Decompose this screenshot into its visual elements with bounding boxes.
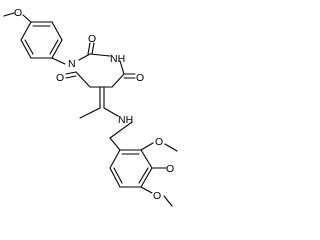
bond xyxy=(119,60,125,75)
bond xyxy=(75,71,91,88)
bond xyxy=(22,14,32,23)
bond xyxy=(140,167,153,188)
bond xyxy=(109,167,121,188)
atom-label-o-c4: O xyxy=(136,72,144,84)
bond xyxy=(140,149,153,169)
bond xyxy=(65,75,77,79)
atom-label-nh3: NH xyxy=(110,53,125,65)
bond xyxy=(113,167,123,184)
bond xyxy=(140,142,154,151)
molecule-structure: O N O NH O O NH O O O xyxy=(3,7,178,207)
atom-label-layer: O N O NH O O NH O O O xyxy=(14,7,174,202)
atom-label-n1: N xyxy=(68,58,76,70)
bond xyxy=(164,143,178,152)
bond xyxy=(89,53,111,57)
bond xyxy=(51,57,66,65)
bond xyxy=(78,53,91,61)
bond xyxy=(138,167,149,184)
bond xyxy=(111,73,125,88)
bond xyxy=(20,21,32,41)
atom-label-o-c2: O xyxy=(88,33,96,45)
bond xyxy=(87,42,91,55)
atom-label-o-meta-lower: O xyxy=(153,190,161,202)
bond xyxy=(140,186,153,194)
bond xyxy=(91,42,95,55)
bond xyxy=(24,39,34,55)
bond xyxy=(109,121,133,139)
atom-label-o-meta-upper: O xyxy=(155,136,163,148)
bond xyxy=(51,21,63,41)
bond xyxy=(163,195,173,207)
atom-label-o-para: O xyxy=(166,163,174,175)
bond xyxy=(109,149,121,169)
atom-label-nh-amine: NH xyxy=(118,114,133,126)
bond-layer xyxy=(3,12,178,207)
bond xyxy=(49,39,59,55)
bond xyxy=(3,12,15,17)
bond xyxy=(109,137,121,151)
structure-canvas: O N O NH O O NH O O O xyxy=(3,7,178,207)
bond xyxy=(51,39,63,59)
bond xyxy=(65,71,77,75)
atom-label-o-methoxy-top: O xyxy=(14,7,22,19)
atom-label-o-c6: O xyxy=(56,72,64,84)
bond xyxy=(103,107,119,117)
bond xyxy=(79,107,101,119)
bond xyxy=(20,39,32,59)
